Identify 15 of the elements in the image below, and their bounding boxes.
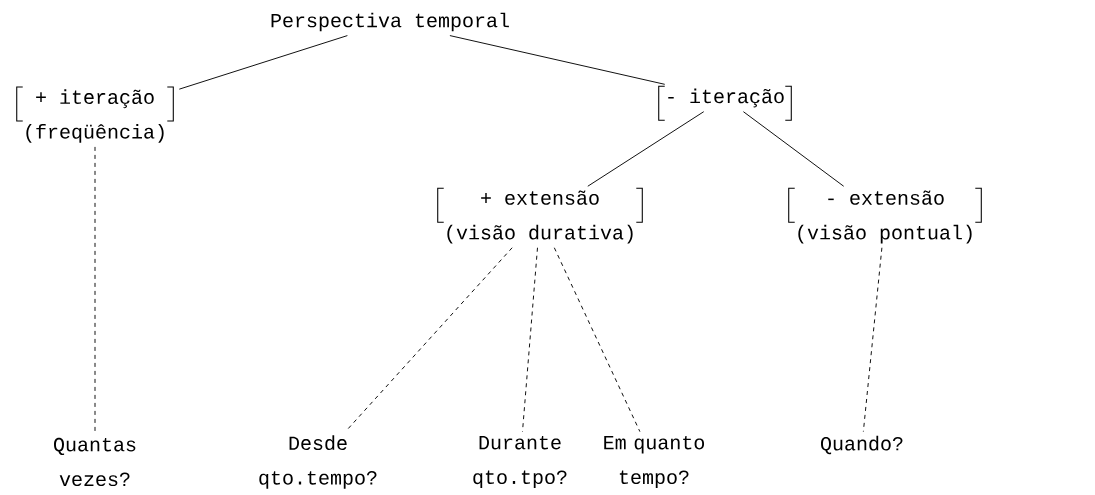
tree-line <box>449 35 666 85</box>
question-label: Quantas vezes? <box>54 437 136 487</box>
tree-line <box>742 111 845 187</box>
tree-line <box>587 111 705 187</box>
feature-label: + extensão (visão durativa) <box>437 187 643 244</box>
question-label: Em quanto tempo? <box>604 435 705 489</box>
dashed-line <box>345 247 513 432</box>
question-label: Durante qto.tpo? <box>473 435 567 489</box>
feature-label: + iteração (freqüência) <box>16 86 174 143</box>
question-label: Desde qto.tempo? <box>259 435 377 489</box>
feature-label: - extensão (visão pontual) <box>788 187 982 244</box>
root-label: Perspectiva temporal <box>271 12 509 32</box>
question-label: Quando? <box>821 435 903 455</box>
feature-label: - iteração <box>658 85 792 121</box>
tree-line <box>178 35 348 90</box>
